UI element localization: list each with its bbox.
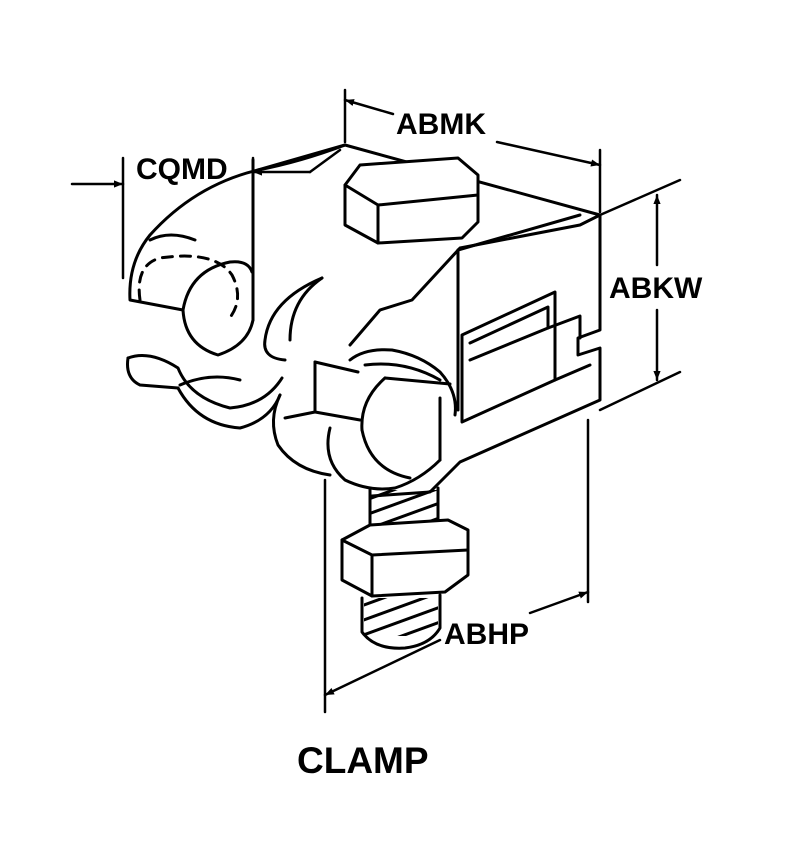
saddle-hooks	[126, 276, 457, 491]
dimension-label-abmk: ABMK	[396, 108, 486, 141]
clamp-body	[256, 143, 602, 498]
dimension-label-cqmd: CQMD	[136, 153, 228, 186]
threaded-stud	[340, 486, 470, 650]
upper-jaw	[128, 158, 260, 357]
dimension-lines	[70, 88, 682, 714]
dimension-label-abkw: ABKW	[609, 272, 703, 305]
diagram-title: CLAMP	[297, 740, 429, 781]
dimension-label-abhp: ABHP	[444, 618, 530, 651]
bolt-head	[343, 156, 480, 245]
